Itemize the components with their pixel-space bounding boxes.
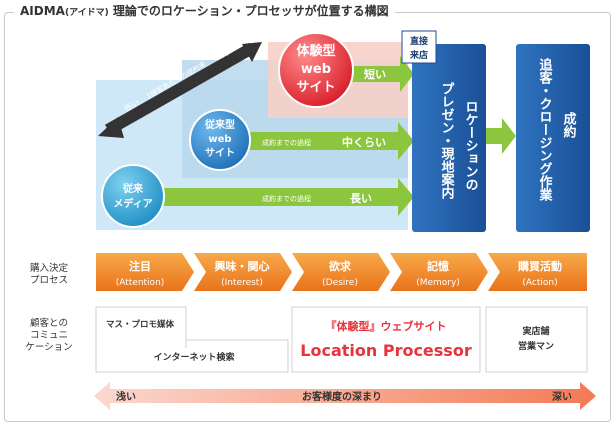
arrow-medium: [240, 122, 414, 160]
circle-traditional-media: 従来 メディア: [101, 164, 165, 228]
aidma-steps: 注目 (Attention) 興味・関心 (Interest) 欲求 (Desi…: [96, 253, 587, 291]
svg-text:(Memory): (Memory): [416, 278, 460, 288]
arrow-short-value: 短い: [364, 67, 386, 81]
row-label-process: 購入決定 プロセス: [29, 263, 68, 286]
arrow-short: [352, 56, 414, 92]
direct-visit-badge: 直接 来店: [401, 30, 437, 64]
svg-text:従来: 従来: [122, 182, 144, 195]
svg-text:実店舗: 実店舗: [522, 325, 549, 337]
arrow-medium-value: 中くらい: [342, 135, 386, 149]
arrow-to-closing: [486, 118, 516, 154]
svg-text:web: web: [208, 134, 231, 145]
svg-text:メディア: メディア: [113, 197, 152, 210]
circle-traditional-web: 従来型 web サイト: [189, 109, 251, 171]
svg-text:プレゼン・現地案内: プレゼン・現地案内: [439, 82, 456, 200]
title-rest: 理論でのロケーション・プロセッサが位置する構図: [112, 4, 389, 18]
svg-text:興味・関心: 興味・関心: [215, 259, 270, 273]
svg-text:(Action): (Action): [522, 278, 557, 288]
svg-text:来店: 来店: [409, 49, 428, 61]
svg-text:『体験型』ウェブサイト: 『体験型』ウェブサイト: [326, 319, 447, 333]
circle-experience-web: 体験型 web サイト: [278, 32, 354, 108]
svg-text:(Attention): (Attention): [116, 278, 165, 288]
product-name: Location Processor: [300, 341, 472, 360]
svg-text:web: web: [301, 62, 331, 77]
arrow-long-value: 長い: [350, 192, 372, 205]
svg-text:欲求: 欲求: [328, 259, 352, 273]
svg-text:インターネット検索: インターネット検索: [153, 351, 234, 363]
step-desire: [292, 253, 390, 291]
panel-closing: 成約 追客・クロージング作業: [516, 44, 590, 232]
svg-text:営業マン: 営業マン: [518, 340, 554, 352]
svg-text:記憶: 記憶: [427, 259, 449, 273]
svg-text:サイト: サイト: [296, 80, 335, 95]
svg-text:購買活動: 購買活動: [517, 259, 562, 273]
svg-text:(Desire): (Desire): [322, 278, 358, 288]
svg-text:体験型: 体験型: [296, 43, 335, 59]
svg-text:サイト: サイト: [205, 147, 235, 159]
step-interest: [194, 253, 292, 291]
communication-row: マス・プロモ媒体 インターネット検索 『体験型』ウェブサイト Location …: [95, 306, 588, 373]
row-label-communication: 顧客との コミュニ ケーション: [25, 318, 73, 353]
svg-text:(Interest): (Interest): [221, 278, 263, 288]
svg-text:成約: 成約: [561, 111, 577, 139]
box-mass-internet: [95, 306, 289, 373]
customer-depth-arrow: 浅い お客様度の深まり 深い: [94, 382, 596, 410]
arrow-long-label: 成約までの過程: [262, 194, 311, 203]
svg-text:直接: 直接: [410, 35, 428, 47]
title-sub: (アイドマ): [64, 8, 109, 18]
depth-shallow: 浅い: [116, 390, 136, 403]
diagram-title: AIDMA(アイドマ) 理論でのロケーション・プロセッサが位置する構図: [14, 2, 395, 19]
svg-text:従来型: 従来型: [204, 118, 235, 131]
svg-text:ロケーションの: ロケーションの: [463, 100, 479, 191]
box-experience-site: [291, 306, 481, 373]
box-store-sales: [485, 306, 588, 373]
depth-deep: 深い: [552, 390, 572, 403]
svg-text:注目: 注目: [129, 259, 151, 273]
step-attention: [96, 253, 194, 291]
depth-label: お客様度の深まり: [302, 390, 382, 403]
svg-text:マス・プロモ媒体: マス・プロモ媒体: [106, 319, 175, 330]
panel-presentation: ロケーションの プレゼン・現地案内: [412, 44, 486, 232]
title-main: AIDMA: [20, 4, 65, 18]
arrow-long: [150, 178, 414, 216]
step-memory: [390, 253, 488, 291]
step-action: [488, 253, 587, 291]
arrow-medium-label: 成約までの過程: [262, 138, 311, 147]
svg-text:追客・クロージング作業: 追客・クロージング作業: [537, 57, 554, 202]
